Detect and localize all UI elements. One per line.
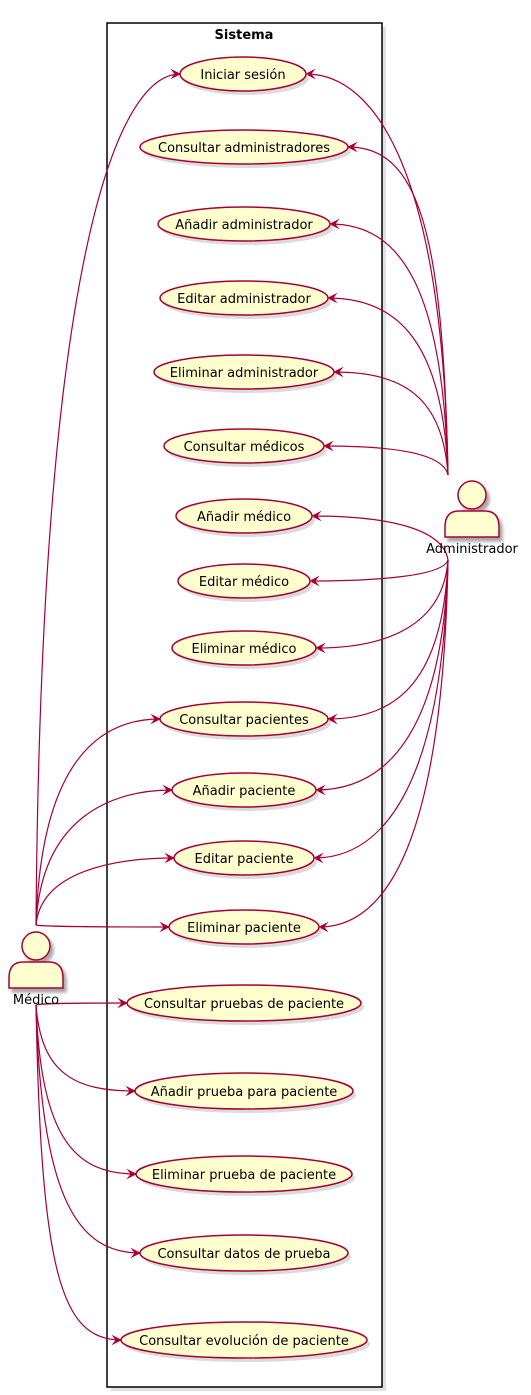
association-admin-editar-paciente bbox=[312, 559, 449, 864]
use-case-ellipse bbox=[173, 840, 315, 876]
use-case-ellipse bbox=[139, 129, 349, 165]
use-case-consultar-pacientes[interactable]: Consultar pacientes bbox=[159, 701, 331, 740]
association-admin-eliminar-administrador bbox=[332, 366, 449, 476]
association-lines bbox=[35, 68, 449, 1346]
use-case-ellipse bbox=[168, 909, 320, 945]
association-admin-anadir-paciente bbox=[314, 559, 449, 796]
use-case-eliminar-paciente[interactable]: Eliminar paciente bbox=[168, 909, 322, 948]
association-admin-iniciar-sesion bbox=[304, 68, 449, 476]
use-case-ellipse bbox=[139, 1234, 349, 1272]
use-case-ellipse bbox=[175, 498, 313, 534]
use-case-label: Editar administrador bbox=[177, 292, 311, 307]
use-case-label: Eliminar prueba de paciente bbox=[152, 1168, 336, 1183]
use-case-ellipse bbox=[126, 984, 362, 1022]
association-medico-editar-paciente bbox=[35, 852, 176, 926]
use-case-label: Iniciar sesión bbox=[200, 68, 285, 83]
association-medico-eliminar-paciente bbox=[35, 921, 171, 933]
use-case-anadir-medico[interactable]: Añadir médico bbox=[175, 498, 315, 537]
association-medico-consultar-pacientes bbox=[35, 713, 162, 926]
person-icon bbox=[444, 480, 500, 538]
use-case-ellipse bbox=[177, 563, 311, 599]
use-case-consultar-datos-de-prueba[interactable]: Consultar datos de prueba bbox=[139, 1234, 351, 1275]
association-medico-consultar-evolucion-de-paciente bbox=[35, 1004, 123, 1346]
person-icon bbox=[8, 931, 64, 989]
use-case-label: Añadir médico bbox=[197, 510, 291, 525]
association-admin-anadir-administrador bbox=[328, 218, 449, 476]
use-case-consultar-medicos[interactable]: Consultar médicos bbox=[163, 428, 327, 467]
use-case-label: Editar paciente bbox=[195, 852, 294, 867]
association-medico-iniciar-sesion bbox=[35, 68, 182, 926]
use-case-ellipse bbox=[157, 206, 331, 242]
actor-admin[interactable] bbox=[444, 480, 500, 538]
use-case-label: Eliminar administrador bbox=[170, 366, 319, 381]
system-title: Sistema bbox=[215, 28, 274, 43]
use-case-anadir-paciente[interactable]: Añadir paciente bbox=[171, 772, 319, 811]
use-case-label: Eliminar paciente bbox=[187, 921, 301, 936]
use-case-editar-administrador[interactable]: Editar administrador bbox=[159, 280, 331, 319]
use-case-eliminar-administrador[interactable]: Eliminar administrador bbox=[153, 354, 337, 393]
use-case-iniciar-sesion[interactable]: Iniciar sesión bbox=[179, 56, 309, 95]
use-case-label: Añadir prueba para paciente bbox=[151, 1085, 338, 1100]
use-case-label: Consultar evolución de paciente bbox=[139, 1334, 349, 1349]
use-case-label: Consultar datos de prueba bbox=[157, 1247, 330, 1262]
actor-label-medico: Médico bbox=[13, 993, 59, 1008]
association-medico-consultar-datos-de-prueba bbox=[35, 1004, 142, 1259]
association-medico-consultar-pruebas-de-paciente bbox=[35, 997, 129, 1009]
association-admin-editar-medico bbox=[308, 559, 449, 587]
use-case-ellipse bbox=[179, 56, 307, 92]
use-case-editar-medico[interactable]: Editar médico bbox=[177, 563, 313, 602]
use-case-ellipse bbox=[163, 428, 325, 464]
association-admin-consultar-administradores bbox=[346, 141, 449, 476]
actor-label-admin: Administrador bbox=[426, 542, 518, 557]
use-case-ellipse bbox=[171, 772, 317, 808]
association-admin-anadir-medico bbox=[310, 510, 449, 561]
use-case-label: Añadir administrador bbox=[175, 218, 313, 233]
actor-medico[interactable] bbox=[8, 931, 64, 989]
use-case-ellipse bbox=[134, 1072, 354, 1110]
use-case-label: Eliminar médico bbox=[191, 642, 296, 657]
use-case-label: Consultar médicos bbox=[184, 440, 305, 455]
use-case-label: Consultar pruebas de paciente bbox=[144, 997, 344, 1012]
use-case-label: Consultar pacientes bbox=[179, 713, 309, 728]
use-case-consultar-pruebas-de-paciente[interactable]: Consultar pruebas de paciente bbox=[126, 984, 364, 1025]
association-admin-eliminar-paciente bbox=[317, 559, 449, 933]
use-case-consultar-evolucion-de-paciente[interactable]: Consultar evolución de paciente bbox=[120, 1321, 370, 1362]
use-case-ellipse bbox=[159, 701, 329, 737]
use-case-eliminar-prueba-de-paciente[interactable]: Eliminar prueba de paciente bbox=[135, 1155, 355, 1196]
use-case-ellipse bbox=[120, 1321, 368, 1359]
association-medico-anadir-prueba-para-paciente bbox=[35, 1004, 137, 1097]
use-case-ellipse bbox=[135, 1155, 353, 1193]
use-case-anadir-prueba-para-paciente[interactable]: Añadir prueba para paciente bbox=[134, 1072, 356, 1113]
association-medico-anadir-paciente bbox=[35, 784, 174, 926]
use-case-consultar-administradores[interactable]: Consultar administradores bbox=[139, 129, 351, 168]
use-case-ellipse bbox=[171, 630, 317, 666]
use-case-ellipse bbox=[159, 280, 329, 316]
use-case-label: Editar médico bbox=[199, 575, 289, 590]
association-admin-consultar-pacientes bbox=[326, 559, 449, 725]
use-case-ellipse bbox=[153, 354, 335, 390]
association-admin-consultar-medicos bbox=[322, 440, 449, 476]
association-admin-eliminar-medico bbox=[314, 559, 449, 654]
use-case-editar-paciente[interactable]: Editar paciente bbox=[173, 840, 317, 879]
use-case-label: Añadir paciente bbox=[193, 784, 296, 799]
use-case-anadir-administrador[interactable]: Añadir administrador bbox=[157, 206, 333, 245]
use-case-eliminar-medico[interactable]: Eliminar médico bbox=[171, 630, 319, 669]
association-admin-editar-administrador bbox=[326, 292, 449, 476]
use-case-label: Consultar administradores bbox=[158, 141, 330, 156]
association-medico-eliminar-prueba-de-paciente bbox=[35, 1004, 138, 1180]
